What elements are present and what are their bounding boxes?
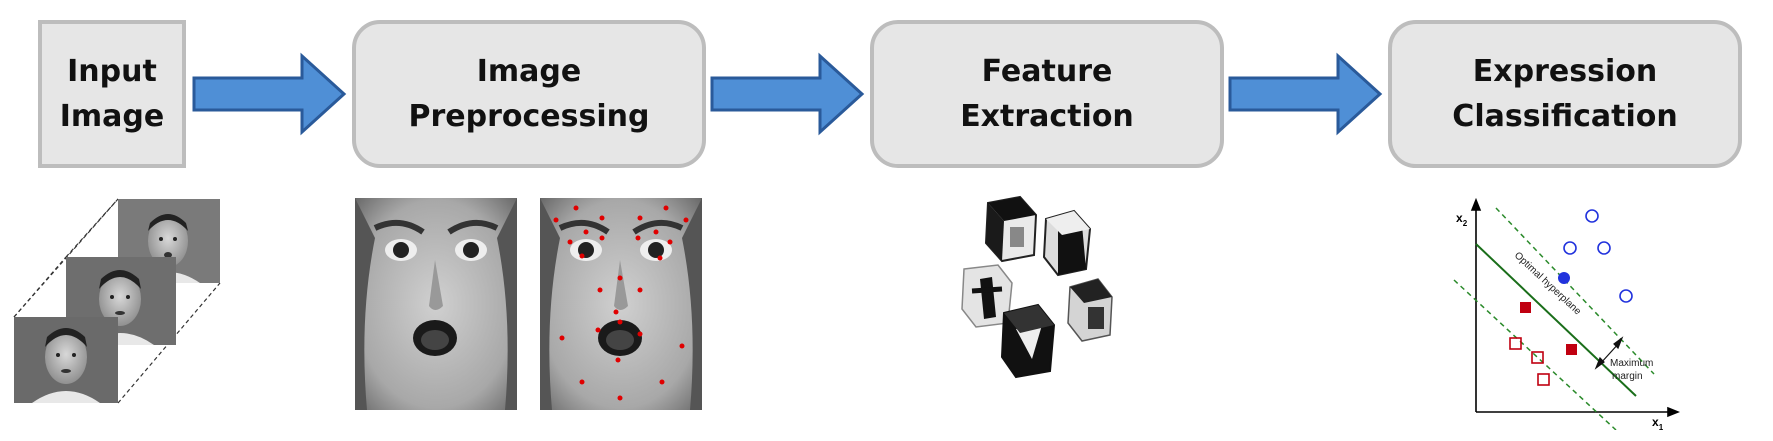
x-axis-label: x1 xyxy=(1652,415,1664,430)
step-label-line1: Expression xyxy=(1472,54,1658,89)
flow-arrow-1 xyxy=(192,52,347,136)
feature-cubes-image xyxy=(961,195,1113,379)
hyperplane-line xyxy=(1475,243,1637,397)
margin-line-upper xyxy=(1495,207,1655,375)
facial-landmarks xyxy=(553,205,689,401)
svm-classification-plot: x2 x1 Optimal hyperplane Maximum margin xyxy=(1453,198,1680,430)
landmark-face-image xyxy=(540,198,702,410)
face-frame-front xyxy=(14,317,118,403)
input-face-stack-image xyxy=(13,198,221,404)
step-expression-classification: Expression Classification xyxy=(1388,20,1742,168)
feature-cube-4 xyxy=(1067,278,1113,342)
step-label-line2: Classification xyxy=(1452,99,1678,134)
circle-class-points xyxy=(1563,209,1633,303)
step-label-line1: Image xyxy=(476,54,582,89)
step-label-line2: Preprocessing xyxy=(408,99,650,134)
margin-line-lower xyxy=(1453,279,1617,430)
margin-arrow xyxy=(1594,336,1624,370)
flow-arrow-3 xyxy=(1228,52,1383,136)
y-axis-label: x2 xyxy=(1456,211,1468,228)
margin-label-line2: margin xyxy=(1612,371,1643,382)
step-feature-extraction: Feature Extraction xyxy=(870,20,1224,168)
flow-arrow-2 xyxy=(710,52,865,136)
step-input-image: Input Image xyxy=(38,20,186,168)
square-class-points xyxy=(1509,302,1577,386)
support-vector-circle xyxy=(1558,272,1570,284)
feature-cube-2 xyxy=(1042,209,1092,277)
margin-label-line1: Maximum xyxy=(1610,358,1653,369)
feature-cube-1 xyxy=(984,195,1038,263)
step-label-line1: Feature xyxy=(981,54,1113,89)
step-label-line2: Image xyxy=(59,99,165,134)
step-label-line2: Extraction xyxy=(960,99,1134,134)
face-frame-middle xyxy=(66,257,176,345)
step-image-preprocessing: Image Preprocessing xyxy=(352,20,706,168)
feature-cube-3 xyxy=(961,264,1013,328)
feature-cube-5 xyxy=(1000,303,1056,379)
preprocessed-face-image xyxy=(355,198,517,410)
step-label-line1: Input xyxy=(67,54,157,89)
